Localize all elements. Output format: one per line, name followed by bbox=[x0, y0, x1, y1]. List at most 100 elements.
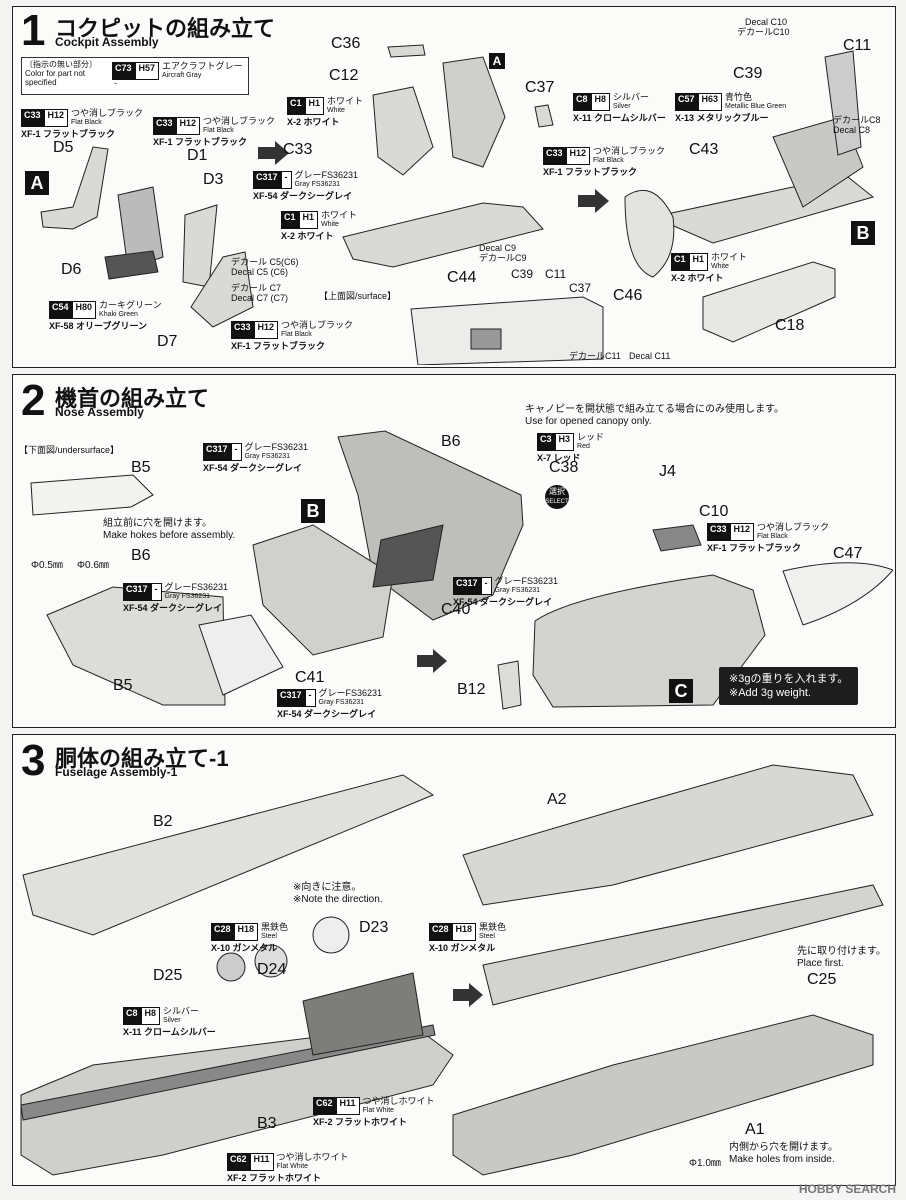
part-label-c18: C18 bbox=[775, 317, 805, 334]
paint-name-jp: グレーFS36231 bbox=[244, 442, 309, 452]
canopy-note-en: Use for opened canopy only. bbox=[525, 416, 652, 427]
paint-code: C33 bbox=[543, 147, 566, 165]
paint-code: C28 bbox=[211, 923, 234, 941]
part-c37 bbox=[534, 104, 554, 128]
part-b12 bbox=[497, 660, 522, 710]
paint-code: H12 bbox=[43, 109, 69, 127]
paint-name-en: Flat Black bbox=[281, 331, 312, 338]
paint-name-jp: グレーFS36231 bbox=[294, 170, 359, 180]
paint-name-en: Gray FS36231 bbox=[244, 453, 291, 460]
part-d25 bbox=[216, 952, 246, 982]
paint-code: H11 bbox=[335, 1097, 360, 1115]
step2-title-jp: 機首の組み立て bbox=[55, 386, 210, 411]
fuselage-assembly-diagram bbox=[20, 764, 884, 1176]
part-label-c33: C33 bbox=[283, 141, 313, 158]
weight-note: ※3gの重りを入れます。 ※Add 3g weight. bbox=[719, 667, 859, 705]
paint-code: C73 bbox=[112, 62, 135, 80]
nose-assembly-diagram bbox=[30, 430, 893, 710]
paint-code: C8 bbox=[573, 93, 591, 111]
paint-name-en: Flat Black bbox=[71, 119, 102, 126]
part-label-d7: D7 bbox=[157, 333, 178, 350]
paint-name-jp: つや消しブラック bbox=[203, 116, 276, 126]
decal-c8-jp: デカールC8 bbox=[833, 115, 881, 125]
decal-c8-en: Decal C8 bbox=[833, 125, 871, 135]
paint-name-en: Flat Black bbox=[203, 127, 234, 134]
part-c47-cone bbox=[782, 562, 893, 626]
paint-code: C33 bbox=[21, 109, 44, 127]
paint-xf-c317-bot: XF-54 ダークシーグレイ bbox=[277, 709, 377, 719]
paint-code: C28 bbox=[429, 923, 452, 941]
paint-xf-c1-top: X-2 ホワイト bbox=[287, 117, 340, 127]
paint-code: H1 bbox=[688, 253, 709, 271]
hole-dia-05: Φ0.5㎜ bbox=[31, 560, 63, 571]
part-d23 bbox=[312, 916, 350, 954]
decal-c7-jp: デカール C7 bbox=[231, 283, 282, 293]
paint-code: H12 bbox=[565, 147, 591, 165]
subassembly-label-a: A bbox=[25, 171, 49, 195]
paint-name-jp: ホワイト bbox=[711, 252, 748, 262]
part-label-c11: C11 bbox=[843, 37, 872, 54]
subassembly-label-b: B bbox=[301, 499, 325, 523]
subassembly-label-b: B bbox=[851, 221, 875, 245]
subassembly-label-a-small: A bbox=[489, 53, 505, 69]
paint-code: C33 bbox=[707, 523, 730, 541]
select-jp: 選択 bbox=[549, 487, 565, 496]
part-label-d25: D25 bbox=[153, 967, 183, 984]
decal-c5-jp: デカール C5(C6) bbox=[231, 257, 299, 267]
paint-name-jp: つや消しブラック bbox=[281, 320, 354, 330]
part-label-c36: C36 bbox=[331, 35, 361, 52]
part-c11 bbox=[824, 50, 862, 156]
paint-name-jp: 黒鉄色 bbox=[261, 922, 289, 932]
paint-code: C1 bbox=[671, 253, 689, 271]
paint-name-en: Steel bbox=[479, 933, 495, 940]
paint-name-jp: グレーFS36231 bbox=[494, 576, 559, 586]
undersurface-label: 【下面図/undersurface】 bbox=[19, 445, 120, 455]
paint-name-en: White bbox=[327, 107, 345, 114]
part-label-c25: C25 bbox=[807, 971, 837, 988]
part-label-c44: C44 bbox=[447, 269, 477, 286]
part-b-cockpit bbox=[252, 524, 394, 656]
legend-line2: Color for part not bbox=[25, 69, 86, 78]
paint-name-en: Khaki Green bbox=[99, 311, 138, 318]
paint-code: C33 bbox=[231, 321, 254, 339]
direction-note-en: ※Note the direction. bbox=[293, 894, 383, 905]
part-label-a2: A2 bbox=[547, 791, 567, 808]
paint-name-en: White bbox=[711, 263, 729, 270]
place-first-jp: 先に取り付けます。 bbox=[797, 946, 886, 957]
paint-name-jp: ホワイト bbox=[321, 210, 358, 220]
paint-name-en: White bbox=[321, 221, 339, 228]
paint-code: C62 bbox=[227, 1153, 250, 1171]
surface-view-label: 【上面図/surface】 bbox=[319, 291, 397, 301]
paint-name-jp: エアクラフトグレー bbox=[162, 61, 243, 71]
paint-name-en: Flat White bbox=[362, 1107, 395, 1114]
part-label-c10: C10 bbox=[699, 503, 729, 520]
paint-code: C33 bbox=[153, 117, 176, 135]
part-a2 bbox=[462, 764, 874, 906]
paint-code: - bbox=[304, 689, 316, 707]
paint-code: H12 bbox=[253, 321, 279, 339]
hole-dia-06: Φ0.6㎜ bbox=[77, 560, 109, 571]
part-c41 bbox=[198, 614, 284, 696]
paint-name-jp: シルバー bbox=[163, 1006, 200, 1016]
part-label-b6: B6 bbox=[441, 433, 461, 450]
paint-code: C317 bbox=[203, 443, 231, 461]
step2-panel: 2 機首の組み立て Nose Assembly 【下面図/undersurfac… bbox=[12, 374, 896, 728]
paint-name-en: Red bbox=[577, 443, 590, 450]
paint-xf-c28-left: X-10 ガンメタル bbox=[211, 943, 278, 953]
part-b-assembly bbox=[651, 176, 875, 244]
part-label-c40: C40 bbox=[441, 601, 471, 618]
step3-title-jp: 胴体の組み立て-1 bbox=[55, 746, 229, 771]
paint-name-en: Flat Black bbox=[593, 157, 624, 164]
arrow-step-right bbox=[417, 649, 447, 673]
direction-note-jp: ※向きに注意。 bbox=[293, 882, 362, 893]
paint-xf-c62-bot: XF-2 フラットホワイト bbox=[227, 1173, 322, 1183]
